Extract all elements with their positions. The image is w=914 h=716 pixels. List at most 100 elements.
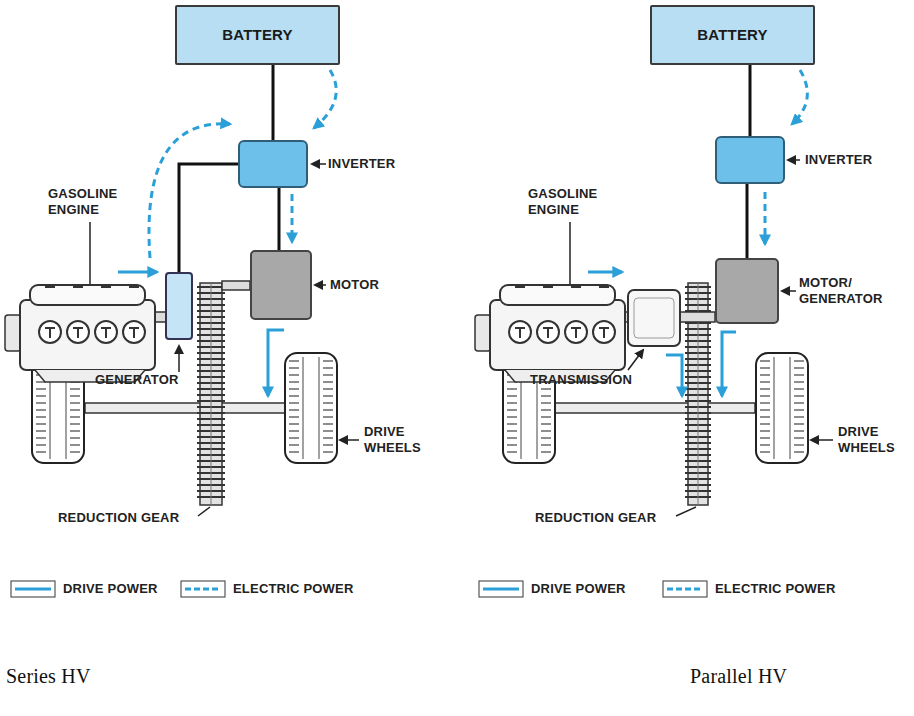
tread [70,395,80,396]
tread [794,360,804,361]
tread [289,367,299,368]
leader-arrow [340,439,359,441]
tread [303,357,304,459]
power-cable [749,65,752,136]
tread [36,402,46,403]
legend-text: ELECTRIC POWER [233,581,354,597]
inverter-box: INVERTER [715,136,785,184]
tread [289,381,299,382]
tread [70,430,80,431]
tread [507,409,517,410]
spark-plug [543,328,553,338]
tread [323,430,333,431]
cover-bolt [571,286,581,288]
component-label: GASOLINE ENGINE [48,186,118,217]
leader-arrow [315,284,326,286]
tread [760,437,770,438]
legend-swatch [10,580,56,598]
cylinder [123,321,145,343]
legend-item: DRIVE POWER [478,580,626,598]
cover-bolt [543,286,553,288]
tread [760,388,770,389]
tread [323,444,333,445]
tread [70,388,80,389]
tread [36,437,46,438]
cover-bolt [515,286,525,288]
tread [323,367,333,368]
tread [70,451,80,452]
tread [507,423,517,424]
tread [36,395,46,396]
electric-power-arrow [291,194,294,242]
component-label: REDUCTION GEAR [58,510,179,526]
leader-line [89,222,91,284]
tread [794,423,804,424]
tread [323,409,333,410]
tread [760,367,770,368]
cover-bolt [101,286,111,288]
cylinder [39,321,61,343]
component-name: MOTOR/ GENERATOR [799,275,883,306]
leader-arrow [312,163,326,165]
battery-box: BATTERY [175,5,340,65]
tread [289,437,299,438]
tread [760,444,770,445]
component-name: BATTERY [222,26,293,44]
tread [323,381,333,382]
drive-power-arrow [118,271,157,274]
shaft [222,281,250,290]
tread [541,388,551,389]
tread [507,444,517,445]
tread [323,402,333,403]
legend-swatch [662,580,708,598]
tread [36,416,46,417]
tread [541,409,551,410]
spark-plug [129,328,139,338]
tread [70,437,80,438]
valve-cover [500,285,615,305]
tread [760,430,770,431]
cylinder [509,321,531,343]
tread [36,409,46,410]
leader-arrow [782,290,796,292]
figure-caption: Parallel HV [690,664,787,688]
tread [541,437,551,438]
tread [507,395,517,396]
tread [323,416,333,417]
spark-plug [45,328,55,338]
gear-axis [211,283,212,505]
leader-line [198,507,210,516]
tread [323,395,333,396]
drive-power-arrow [666,355,682,396]
leader-arrow [811,439,833,441]
component-name: INVERTER [328,156,395,172]
tread [794,444,804,445]
tread [507,388,517,389]
tread [289,402,299,403]
inverter-box: INVERTER [238,140,308,188]
tread [760,423,770,424]
leader-line [569,222,571,284]
power-cable [746,184,749,258]
legend-item: ELECTRIC POWER [180,580,354,598]
power-cable [278,188,281,250]
tread [541,451,551,452]
component-label: GASOLINE ENGINE [528,186,598,217]
tread [790,357,791,459]
leader-arrow [178,346,180,372]
tread [319,357,320,459]
tread [760,451,770,452]
tread [323,423,333,424]
drive-power-arrow [588,271,622,274]
axle [555,403,755,413]
tread [760,381,770,382]
cylinder [67,321,89,343]
tread [507,416,517,417]
tread [760,409,770,410]
tread [70,416,80,417]
spark-plug [515,328,525,338]
tread [289,395,299,396]
tread [541,416,551,417]
tread [794,374,804,375]
